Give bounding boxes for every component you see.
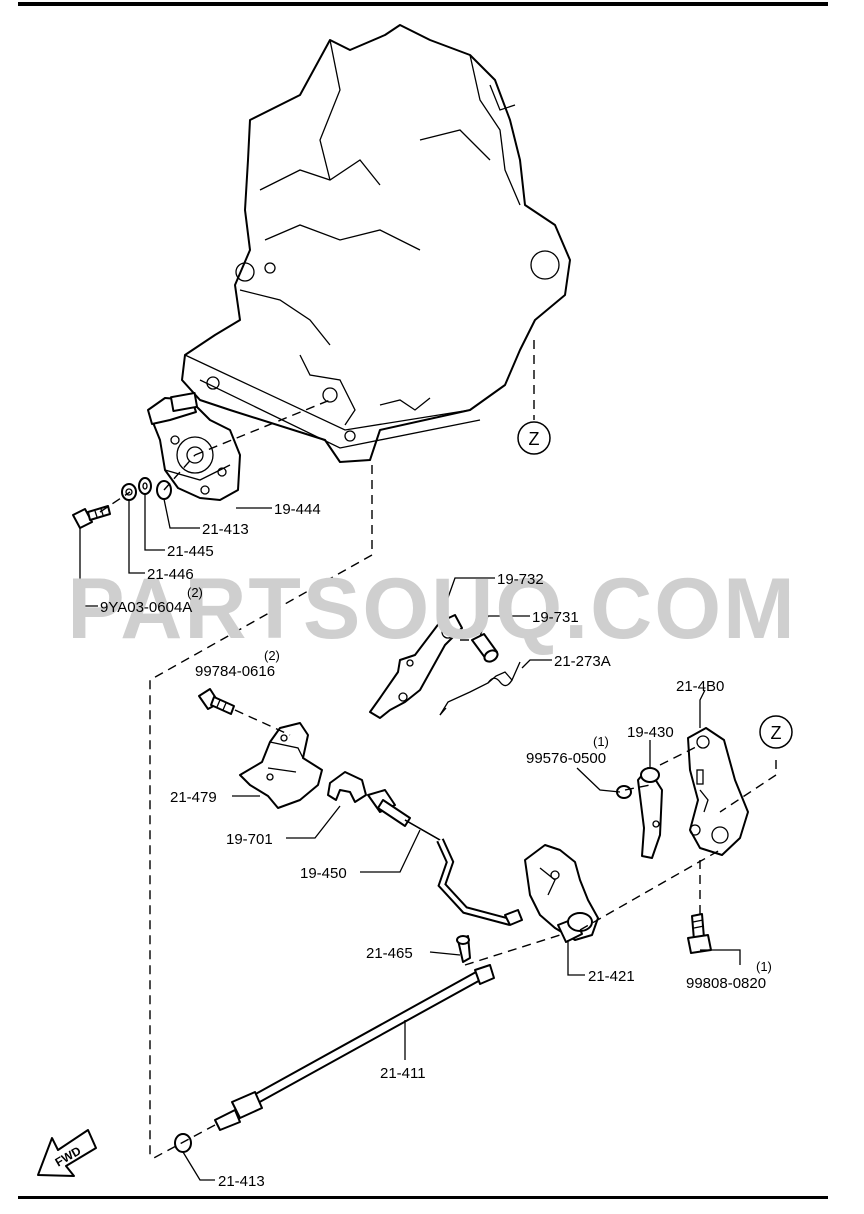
qty-99576: (1) bbox=[593, 734, 609, 749]
pin-19-731 bbox=[471, 633, 499, 663]
label-21-411: 21-411 bbox=[380, 1065, 426, 1082]
washer-21-445 bbox=[138, 477, 152, 495]
link-21-4b0 bbox=[687, 727, 749, 856]
bottom-border bbox=[18, 1196, 828, 1199]
reference-circle-z-top bbox=[517, 421, 551, 455]
fwd-arrow-icon: FWD bbox=[37, 1129, 97, 1177]
label-19-732: 19-732 bbox=[497, 571, 544, 588]
qty-99784: (2) bbox=[264, 648, 280, 663]
label-21-479: 21-479 bbox=[170, 789, 217, 806]
label-21-446: 21-446 bbox=[147, 566, 194, 583]
ref-z-top-label: Z bbox=[529, 429, 540, 449]
bolt-99784-0616 bbox=[198, 688, 235, 715]
ref-z-right-label: Z bbox=[771, 723, 782, 743]
label-19-444: 19-444 bbox=[274, 501, 321, 518]
detent-plate-19-732 bbox=[369, 614, 463, 719]
bracket-21-479 bbox=[239, 722, 323, 809]
neutral-switch-19-444 bbox=[147, 392, 241, 501]
bolt-99808-0820 bbox=[687, 913, 712, 954]
qty-99808: (1) bbox=[756, 959, 772, 974]
clip-19-701 bbox=[327, 771, 367, 803]
label-19-701: 19-701 bbox=[226, 831, 273, 848]
bolt-9ya03-0604a bbox=[72, 505, 111, 529]
label-99808-0820: 99808-0820 bbox=[686, 975, 766, 992]
lever-19-430 bbox=[637, 767, 663, 859]
transmission-housing bbox=[181, 24, 571, 463]
reference-circle-z-right bbox=[759, 715, 793, 749]
top-border bbox=[18, 2, 828, 6]
manual-lever-21-421 bbox=[524, 844, 599, 943]
label-99784-0616: 99784-0616 bbox=[195, 663, 275, 680]
label-21-421: 21-421 bbox=[588, 968, 635, 985]
pin-21-465 bbox=[456, 935, 471, 963]
watermark: PARTSOUQ.COM bbox=[67, 561, 797, 657]
label-19-731: 19-731 bbox=[532, 609, 579, 626]
cable-19-450 bbox=[367, 789, 523, 926]
label-21-4b0: 21-4B0 bbox=[676, 678, 724, 695]
spring-21-273a bbox=[439, 661, 521, 716]
label-9ya03-0604a: 9YA03-0604A bbox=[100, 599, 192, 616]
label-19-430: 19-430 bbox=[627, 724, 674, 741]
label-21-413-top: 21-413 bbox=[202, 521, 249, 538]
leader-lines bbox=[79, 494, 741, 1181]
label-99576-0500: 99576-0500 bbox=[526, 750, 606, 767]
label-21-273a: 21-273A bbox=[554, 653, 611, 670]
qty-9ya03: (2) bbox=[187, 585, 203, 600]
shaft-21-411 bbox=[214, 964, 495, 1131]
label-19-450: 19-450 bbox=[300, 865, 347, 882]
label-21-465: 21-465 bbox=[366, 945, 413, 962]
label-21-445: 21-445 bbox=[167, 543, 214, 560]
label-21-413-bottom: 21-413 bbox=[218, 1173, 265, 1190]
alignment-lines bbox=[99, 340, 777, 1161]
